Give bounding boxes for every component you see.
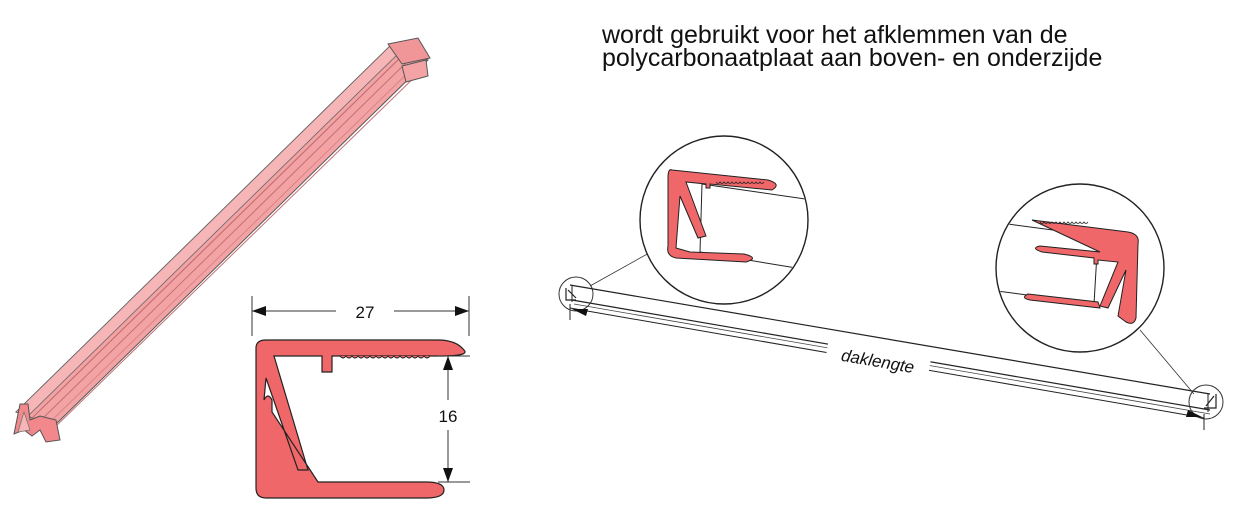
height-dimension <box>438 355 470 483</box>
profile-far-end <box>387 37 431 65</box>
profile-groove-4 <box>51 65 427 431</box>
detail-view-right <box>995 183 1165 353</box>
profile-section-shape <box>255 339 466 499</box>
width-dimension <box>251 296 470 336</box>
profile-groove-3 <box>45 60 421 427</box>
detail-view-left <box>639 135 809 305</box>
description-line-1: wordt gebruikt voor het afklemmen van de <box>602 21 1068 49</box>
profile-groove-2 <box>37 56 413 424</box>
height-dimension-label: 16 <box>439 407 458 426</box>
profile-teeth <box>339 355 431 359</box>
description-line-2: polycarbonaatplaat aan boven- en onderzi… <box>602 44 1103 72</box>
profile-cross-section: 27 16 <box>251 296 470 499</box>
width-dimension-label: 27 <box>356 303 375 322</box>
profile-top-face <box>15 45 403 417</box>
description-text: wordt gebruikt voor het afklemmen van de… <box>602 21 1103 72</box>
roof-length-diagram: daklengte <box>558 247 1224 430</box>
profile-groove-1 <box>29 53 405 421</box>
profile-3d-view <box>13 37 431 443</box>
detail-circle-small-left <box>558 276 594 312</box>
detail-circle-small-right <box>1188 384 1224 420</box>
profile-near-end <box>13 403 61 443</box>
profile-body <box>15 45 429 427</box>
